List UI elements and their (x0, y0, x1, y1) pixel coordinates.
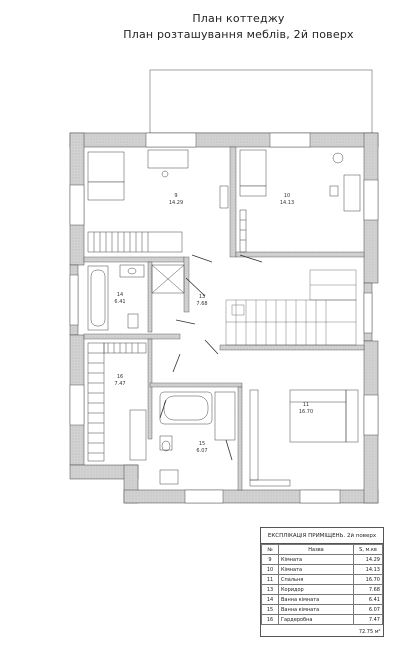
table-total-row: 72.75 м² (262, 625, 383, 637)
cell-name: Спальня (278, 574, 354, 585)
terrace-outline (149, 69, 373, 134)
room-11-area: 16.70 (299, 409, 313, 415)
table-row: 15 Ванна кімната 6.07 (261, 604, 383, 615)
table-row: 9 Кімната 14.29 (261, 554, 383, 565)
interior-walls (83, 146, 365, 491)
table-row: 11 Спальня 16.70 (261, 574, 383, 585)
cell-no: 14 (261, 594, 279, 605)
total-area: 72.75 м² (358, 628, 381, 635)
col-header-area: S, м.кв (353, 544, 383, 555)
table-header-row: № Назва S, м.кв (261, 544, 383, 555)
room-16-furniture (87, 342, 147, 462)
room-14-no: 14 (117, 292, 123, 298)
cell-area: 14.13 (353, 564, 383, 575)
plan-subtitle: План розташування меблів, 2й поверх (123, 28, 354, 41)
windows (69, 132, 379, 504)
room-labels: 9 14.29 10 14.13 11 16.70 13 7.68 14 6.4… (114, 193, 313, 454)
cell-area: 6.07 (353, 604, 383, 615)
cell-no: 16 (261, 614, 279, 625)
table-row: 13 Коридор 7.68 (261, 584, 383, 595)
room-16-area: 7.47 (114, 381, 125, 387)
room-13-no: 13 (199, 294, 205, 300)
room-10-no: 10 (284, 193, 290, 199)
room-14-fixtures (87, 264, 185, 331)
cell-name: Ванна кімната (278, 604, 354, 615)
room-10-furniture (239, 149, 361, 253)
cell-no: 9 (261, 554, 279, 565)
room-13-area: 7.68 (196, 301, 207, 307)
room-9-furniture (87, 149, 229, 253)
cell-name: Коридор (278, 584, 354, 595)
room-9-area: 14.29 (169, 200, 183, 206)
room-11-no: 11 (303, 402, 309, 408)
cell-area: 7.68 (353, 584, 383, 595)
cell-area: 6.41 (353, 594, 383, 605)
table-row: 14 Ванна кімната 6.41 (261, 594, 383, 605)
room-16-no: 16 (117, 374, 123, 380)
room-10-area: 14.13 (280, 200, 294, 206)
room-15-area: 6.07 (196, 448, 207, 454)
cell-no: 15 (261, 604, 279, 615)
plan-title: План коттеджу (192, 12, 285, 25)
cell-name: Кімната (278, 564, 354, 575)
cell-area: 14.29 (353, 554, 383, 565)
staircase (225, 269, 357, 346)
room-explication-table: ЕКСПЛІКАЦІЯ ПРИМІЩЕНЬ. 2й поверх № Назва… (260, 527, 384, 637)
room-15-fixtures (159, 391, 236, 485)
table-row: 10 Кімната 14.13 (261, 564, 383, 575)
cell-name: Кімната (278, 554, 354, 565)
room-11-furniture (249, 389, 359, 487)
cell-no: 10 (261, 564, 279, 575)
cell-name: Гардеробна (278, 614, 354, 625)
col-header-name: Назва (278, 544, 354, 555)
room-9-no: 9 (174, 193, 177, 199)
doors (159, 254, 263, 461)
cell-no: 13 (261, 584, 279, 595)
table-row: 16 Гардеробна 7.47 (261, 614, 383, 625)
table-caption: ЕКСПЛІКАЦІЯ ПРИМІЩЕНЬ. 2й поверх (261, 528, 383, 544)
room-14-area: 6.41 (114, 299, 125, 305)
cell-name: Ванна кімната (278, 594, 354, 605)
cell-area: 7.47 (353, 614, 383, 625)
col-header-no: № (261, 544, 279, 555)
rooms-table: № Назва S, м.кв 9 Кімната 14.29 10 Кімна… (261, 544, 383, 636)
cell-area: 16.70 (353, 574, 383, 585)
room-15-no: 15 (199, 441, 205, 447)
cell-no: 11 (261, 574, 279, 585)
